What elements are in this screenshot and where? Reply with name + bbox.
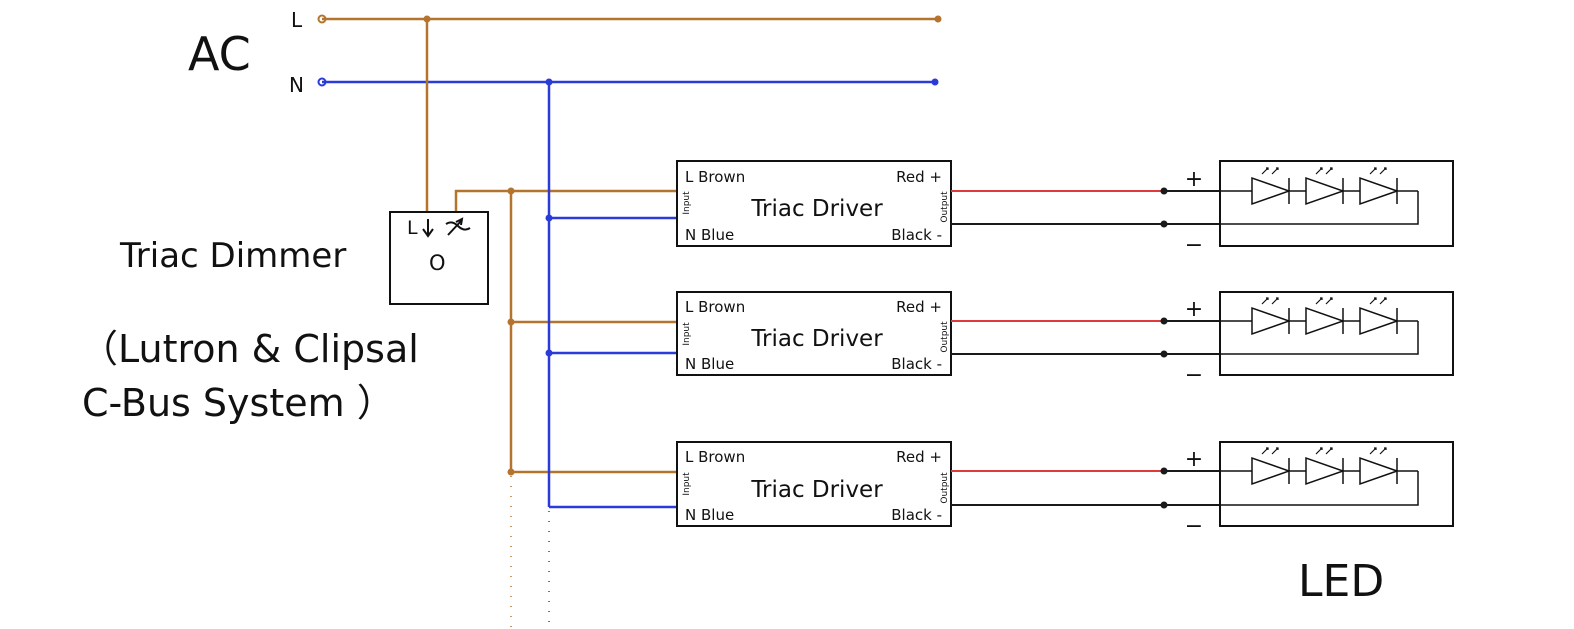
driver-n-label: N Blue bbox=[685, 506, 734, 524]
dimmed-live-bus bbox=[454, 187, 677, 629]
led-diode-icon bbox=[1359, 167, 1400, 206]
triac-driver: L Brown N Blue Red + Black - Triac Drive… bbox=[676, 160, 952, 247]
dimmer-subtitle-line1: （Lutron & Clipsal bbox=[80, 327, 419, 371]
driver-pos-label: Red + bbox=[896, 168, 942, 186]
driver-neg-label: Black - bbox=[891, 506, 942, 524]
driver-output-wires bbox=[951, 467, 1220, 509]
driver-title: Triac Driver bbox=[750, 326, 883, 352]
led-minus-label: − bbox=[1185, 514, 1203, 539]
driver-neg-label: Black - bbox=[891, 226, 942, 244]
led-diode-icon bbox=[1251, 167, 1292, 206]
driver-title: Triac Driver bbox=[750, 196, 883, 222]
driver-title: Triac Driver bbox=[750, 477, 883, 503]
led-minus-label: − bbox=[1185, 233, 1203, 258]
driver-l-label: L Brown bbox=[685, 448, 745, 466]
led-module bbox=[1219, 291, 1454, 376]
ac-neutral-label: N bbox=[289, 73, 304, 97]
neutral-bus bbox=[545, 82, 677, 629]
led-module bbox=[1219, 441, 1454, 527]
driver-n-label: N Blue bbox=[685, 355, 734, 373]
driver-output-label: Output bbox=[940, 321, 950, 353]
driver-input-label: Input bbox=[682, 191, 692, 215]
dimmer-terminal-label: L bbox=[407, 217, 418, 239]
dimmer-knob-label: O bbox=[429, 251, 446, 275]
driver-output-label: Output bbox=[940, 191, 950, 223]
led-minus-label: − bbox=[1185, 363, 1203, 388]
ac-line-rail bbox=[317, 14, 942, 24]
triac-dimmer: L O bbox=[389, 211, 489, 305]
ac-line-label: L bbox=[291, 8, 303, 32]
led-title: LED bbox=[1298, 556, 1384, 607]
ac-title: AC bbox=[188, 27, 251, 81]
led-diode-icon bbox=[1251, 447, 1292, 486]
driver-input-label: Input bbox=[682, 322, 692, 346]
led-module bbox=[1219, 160, 1454, 247]
led-diode-icon bbox=[1251, 297, 1292, 336]
led-diode-icon bbox=[1305, 167, 1346, 206]
led-plus-label: + bbox=[1185, 297, 1203, 322]
driver-l-label: L Brown bbox=[685, 298, 745, 316]
triac-driver: L Brown N Blue Red + Black - Triac Drive… bbox=[676, 291, 952, 376]
driver-output-wires bbox=[951, 317, 1220, 358]
dimmer-title: Triac Dimmer bbox=[119, 236, 346, 276]
led-diode-icon bbox=[1359, 297, 1400, 336]
ac-neutral-rail bbox=[317, 77, 939, 87]
dimmer-subtitle-line2: C-Bus System ） bbox=[82, 381, 395, 425]
led-plus-label: + bbox=[1185, 167, 1203, 192]
driver-input-label: Input bbox=[682, 472, 692, 496]
triac-driver: L Brown N Blue Red + Black - Triac Drive… bbox=[676, 441, 952, 527]
driver-n-label: N Blue bbox=[685, 226, 734, 244]
driver-output-wires bbox=[951, 187, 1220, 228]
driver-l-label: L Brown bbox=[685, 168, 745, 186]
dimmer-adjust-icon bbox=[445, 217, 471, 236]
led-diode-icon bbox=[1305, 447, 1346, 486]
driver-neg-label: Black - bbox=[891, 355, 942, 373]
led-diode-icon bbox=[1359, 447, 1400, 486]
driver-output-label: Output bbox=[940, 472, 950, 504]
led-diode-icon bbox=[1305, 297, 1346, 336]
dimmer-arrow-icon bbox=[422, 219, 434, 238]
driver-pos-label: Red + bbox=[896, 298, 942, 316]
driver-pos-label: Red + bbox=[896, 448, 942, 466]
led-plus-label: + bbox=[1185, 447, 1203, 472]
